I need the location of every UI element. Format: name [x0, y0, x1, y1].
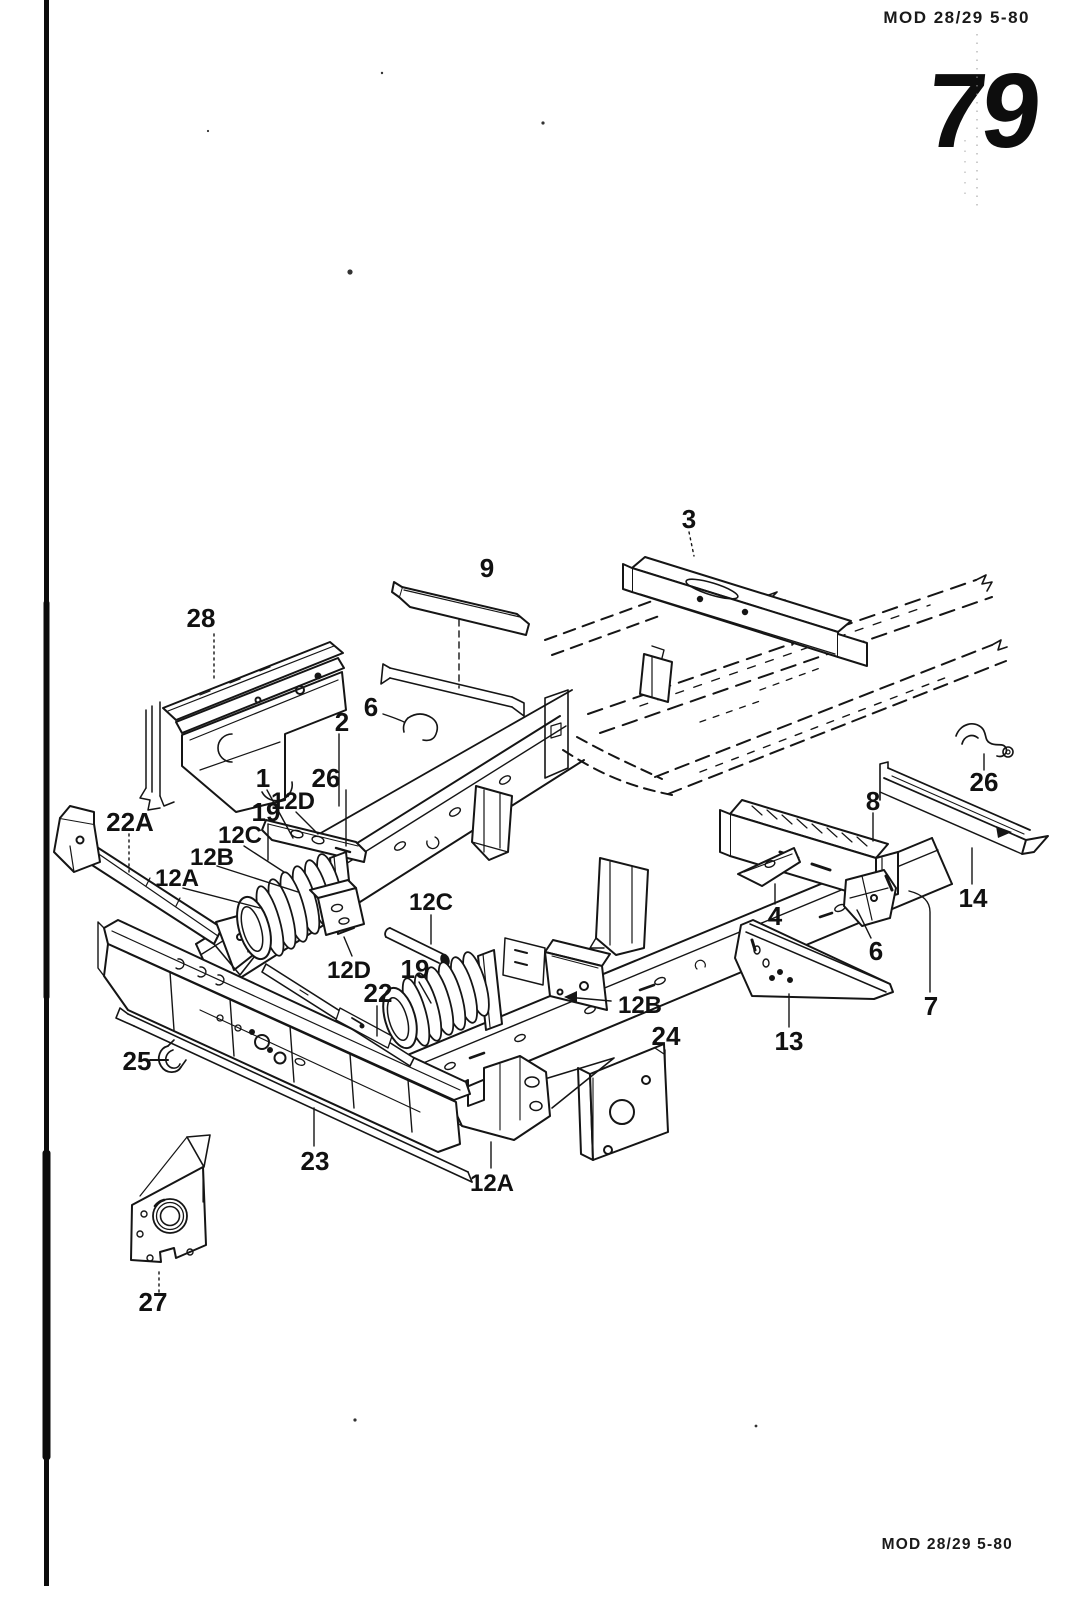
leader-1	[266, 789, 294, 839]
callout-12c-left: 12C	[218, 822, 262, 849]
part-24-end-plate	[577, 1043, 669, 1161]
callout-26-right: 26	[970, 767, 999, 797]
callout-6-right: 6	[869, 936, 883, 966]
leader-12a-left	[182, 887, 261, 909]
callout-3: 3	[682, 504, 696, 534]
part-25-hook	[157, 1039, 187, 1074]
callout-26-left: 26	[312, 763, 341, 793]
callout-24: 24	[652, 1021, 681, 1051]
leader-12c-left	[243, 845, 285, 873]
part-13-gusset-plate	[734, 919, 894, 1000]
leader-12b-left	[216, 865, 299, 893]
part-27-flange-plate	[130, 1134, 211, 1263]
crossmember-channel-under-9	[380, 663, 525, 717]
part-26-right-hook	[955, 723, 1014, 758]
callout-2: 2	[335, 707, 349, 737]
callout-23: 23	[301, 1146, 330, 1176]
leader-7	[908, 890, 931, 993]
callout-7: 7	[924, 991, 938, 1021]
callout-4: 4	[768, 901, 783, 931]
callout-12d-left: 12D	[271, 788, 315, 815]
callout-9: 9	[480, 553, 494, 583]
part-23-front-panel	[97, 919, 473, 1183]
callout-22a: 22A	[106, 807, 154, 837]
callout-12a-bottom: 12A	[470, 1170, 514, 1197]
part-28-bracket-assembly	[139, 641, 347, 813]
callout-6-left: 6	[364, 692, 378, 722]
footer-code: MOD 28/29 5-80	[881, 1536, 1013, 1553]
part-14-side-rail	[879, 761, 1049, 855]
callout-13: 13	[775, 1026, 804, 1056]
part-3-crossmember	[622, 556, 868, 667]
callout-12d-mid: 12D	[327, 957, 371, 984]
callout-25: 25	[123, 1046, 152, 1076]
part-9-support-strip	[391, 581, 530, 636]
leader-12d-mid	[343, 936, 353, 957]
header-code: MOD 28/29 5-80	[883, 8, 1030, 27]
callout-19-mid: 19	[401, 954, 430, 984]
callout-12c-mid: 12C	[409, 889, 453, 916]
rail-hanger-bracket-mid	[589, 857, 649, 956]
rail-hanger-bracket-front	[471, 785, 513, 861]
callout-1: 1	[256, 763, 270, 793]
callout-12a-left: 12A	[155, 865, 199, 892]
part-19-mid-bellows	[382, 949, 503, 1050]
callout-27: 27	[139, 1287, 168, 1317]
part-22-sill-strip	[261, 963, 415, 1067]
callout-28: 28	[187, 603, 216, 633]
scan-artifacts	[206, 34, 978, 1428]
leader-lines	[128, 531, 985, 1293]
part-6-right-bracket	[843, 869, 897, 927]
rear-frame-rail-dashed-lower	[562, 639, 1008, 796]
junction-flag-bracket	[639, 645, 673, 703]
binding-edge-line	[42, 0, 51, 1586]
leader-3	[688, 531, 695, 557]
part-12d-mid-bracket	[309, 879, 365, 936]
leader-19-mid	[418, 981, 432, 1004]
rear-frame-rail-dashed-upper	[544, 574, 993, 734]
callout-22: 22	[364, 978, 393, 1008]
callout-8: 8	[866, 786, 880, 816]
part-6-left-clip	[402, 713, 439, 742]
callout-12b-mid: 12B	[618, 992, 662, 1019]
part-12b-mid-bracket	[502, 937, 611, 1011]
callout-labels: 28 9 3 2 6 1 26 12D 19 12C 12B 12A 22A 2…	[106, 504, 998, 1317]
callout-14: 14	[959, 883, 988, 913]
part-22a-support-bar	[53, 805, 263, 976]
part-4-gusset	[737, 847, 801, 887]
leader-6-right	[856, 909, 872, 939]
callout-19-left: 19	[252, 797, 281, 827]
callout-12b-left: 12B	[190, 844, 234, 871]
leader-12d-left	[295, 811, 319, 835]
leader-6-left	[382, 713, 405, 723]
part-12d-left-plate	[261, 819, 367, 863]
